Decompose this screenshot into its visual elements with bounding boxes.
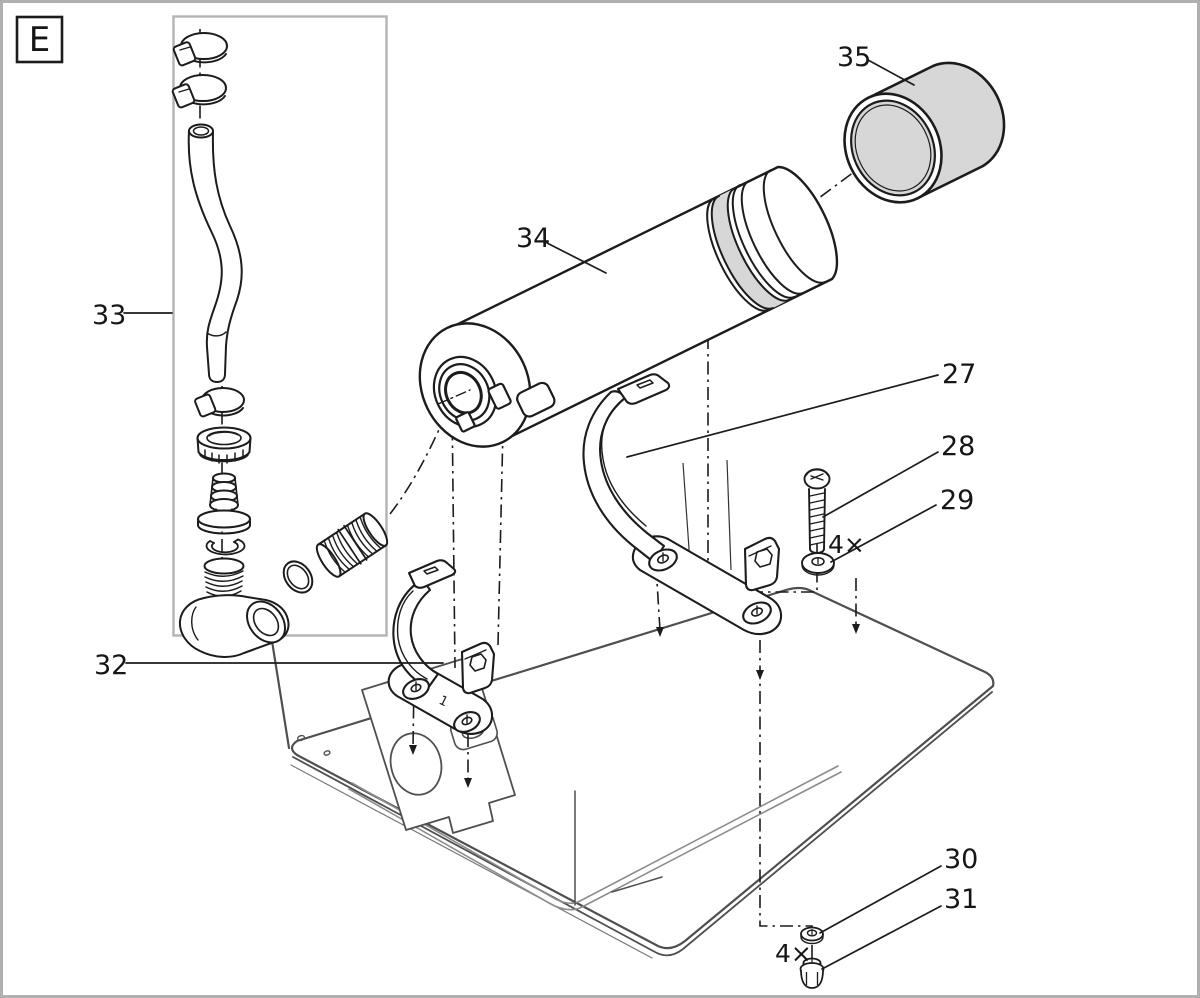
hose-clamp (172, 32, 228, 67)
clamp-bracket-left: 1 (387, 559, 496, 735)
cylinder-rim-lines (706, 169, 826, 312)
bracket-top-tab (616, 373, 671, 405)
tray-edge-detail (611, 876, 663, 893)
callout-28: 28 (941, 431, 975, 462)
cylinder-band-fill (711, 188, 789, 309)
uvc-cylinder (418, 165, 839, 448)
hose-clamp (171, 74, 227, 109)
clamp-bracket-right (582, 373, 783, 636)
tray-oval-hole (389, 732, 443, 796)
ring-face-inner (850, 99, 936, 197)
tray-wall-line (290, 764, 653, 959)
leader-28 (822, 451, 939, 518)
callout-27: 27 (942, 359, 976, 390)
leader-35 (867, 59, 915, 86)
center-line-arrows (409, 624, 860, 788)
tray-screw-dot (296, 734, 306, 742)
o-ring (282, 560, 314, 594)
socket-stub (516, 381, 556, 418)
leader-30 (819, 865, 942, 934)
tray-gasket-groove (348, 765, 842, 911)
quantity-label-nuts: 4× (775, 939, 812, 968)
centerline-socket-right (497, 427, 504, 646)
ring-bore-line (854, 104, 932, 192)
projection-lines (682, 459, 732, 571)
section-label: E (29, 20, 50, 60)
leader-31 (821, 905, 942, 970)
callout-29: 29 (940, 485, 974, 516)
leader-lines (123, 59, 942, 970)
callout-labels: 33 32 34 35 27 28 29 30 31 4× 4× (92, 42, 978, 968)
phillips-recess-icon (810, 473, 824, 481)
tab-slot (636, 379, 654, 389)
quantity-label-screws: 4× (828, 530, 865, 559)
bracket-boss (648, 548, 678, 572)
tab-slot (423, 566, 439, 575)
centerline-socket-left (451, 401, 456, 669)
screw (803, 468, 831, 554)
sleeve-ring (843, 61, 1006, 204)
hose-assembly (171, 32, 389, 658)
retaining-ring (205, 538, 246, 556)
cap-nut (799, 957, 825, 989)
callout-34: 34 (516, 223, 550, 254)
bayonet-notch (455, 411, 476, 433)
leader-34 (546, 242, 607, 274)
callout-32: 32 (94, 650, 128, 681)
leader-29 (830, 504, 937, 563)
bracket-boss (402, 678, 430, 700)
socket-centerline (437, 389, 471, 405)
section-label-box: E (15, 15, 64, 64)
threaded-nipple (315, 512, 389, 578)
flange-hex-hole (754, 548, 773, 568)
hose-clamp (194, 387, 245, 418)
flange-hex-hole (469, 653, 487, 672)
bayonet-lug (487, 382, 512, 410)
hose-barb-fitting (197, 472, 251, 535)
tray-top-face (290, 586, 995, 950)
callout-35: 35 (837, 42, 871, 73)
union-nut (196, 426, 252, 464)
tray-left-edge (270, 639, 291, 750)
leader-27 (626, 374, 939, 458)
tray-rim-edge (292, 691, 993, 957)
washer-large (801, 552, 835, 576)
washer-small (800, 926, 824, 945)
callout-31: 31 (944, 884, 978, 915)
elbow-fitting (178, 557, 290, 658)
bracket-boss (453, 711, 481, 733)
bracket-top-tab (407, 559, 457, 589)
bracket-strap (582, 390, 666, 562)
hose (187, 123, 243, 383)
callout-33: 33 (92, 300, 126, 331)
callout-30: 30 (944, 844, 978, 875)
bracket-boss (742, 601, 772, 625)
tray-screw-dot (323, 750, 331, 756)
